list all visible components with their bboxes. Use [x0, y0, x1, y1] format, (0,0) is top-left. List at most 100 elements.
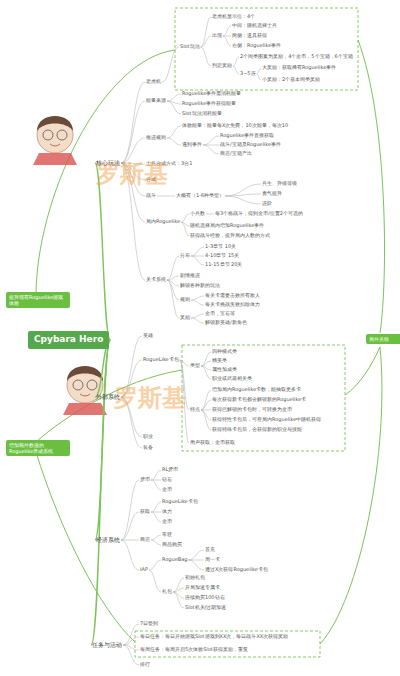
- topic-text: 类型: [190, 363, 200, 369]
- topic-text: Roguelike事件直接获取: [220, 133, 274, 139]
- topic-text: 装备: [143, 445, 153, 451]
- subtopic-connector: [123, 637, 139, 645]
- subtopic-connector: [121, 512, 139, 540]
- avatar-glasses: [43, 130, 53, 140]
- subtopic-connector: [191, 318, 204, 323]
- subtopic: 每关卡挑战失败扣除体力: [205, 302, 260, 308]
- topic-text: 判定奖励: [212, 63, 232, 69]
- topic-text: Cpybara Hero: [34, 335, 103, 345]
- topic-text: 每3个格战斗，得到金币/位置2个可选的: [215, 211, 303, 217]
- relationship-label: 提升现有Roguelike游戏体验: [6, 292, 70, 308]
- subtopic: Slot玩法消耗能量: [182, 111, 222, 117]
- subtopic: 获得特性卡包后，可在局内Roguelike中随机获得: [212, 417, 321, 423]
- subtopic: 体力: [162, 509, 172, 515]
- subtopic-connector: [167, 126, 181, 138]
- subtopic: 每关卡需要击败所有敌人: [205, 293, 260, 299]
- subtopic: 能量来源: [146, 98, 166, 104]
- subtopic-connector: [233, 66, 239, 74]
- topic-text: 大概有（1-6种类型）: [176, 193, 224, 199]
- subtopic-connector: [225, 194, 261, 196]
- subtopic-connector: [257, 74, 261, 80]
- subtopic-connector: [191, 296, 204, 300]
- topic-text: 进阶: [262, 201, 272, 207]
- subtopic: 关卡系统: [146, 277, 166, 283]
- subtopic-connector: [123, 624, 139, 645]
- topic-text: 获得已解锁的卡包时，可转换为金币: [212, 407, 292, 413]
- topic-text: 分布: [180, 253, 190, 259]
- subtopic: 分布: [180, 253, 190, 259]
- subtopic: 礼包: [162, 589, 172, 595]
- subtopic: 两侧：道具获得: [232, 33, 267, 39]
- subtopic: 类型: [190, 363, 200, 369]
- central-topic: Cpybara Hero: [28, 331, 109, 349]
- subtopic: 英雄: [143, 333, 153, 339]
- topic-text: Roguelike事件需消耗能量: [182, 91, 241, 97]
- subtopic: 小奖励：2个基本同类奖励: [262, 77, 320, 83]
- subtopic: 金币: [162, 519, 172, 525]
- subtopic-connector: [121, 540, 139, 541]
- subtopic: 2个同类图案为奖励，4个金币，5个宝箱，6个宝箱: [240, 54, 353, 60]
- subtopic: 体验能量：能量每X次免费，10次能量，每次10: [182, 123, 288, 129]
- avatar-glasses: [87, 380, 97, 390]
- avatar-illustration: [33, 116, 77, 165]
- subtopic: Roguelike事件需消耗能量: [182, 91, 241, 97]
- topic-text: 解锁新英雄/新角色: [205, 320, 247, 326]
- subtopic: 战斗/宝箱及Roguelike事件: [220, 142, 281, 148]
- subtopic: 获取: [140, 509, 150, 515]
- topic-text: 每关卡挑战失败扣除体力: [205, 302, 260, 308]
- topic-text: 规则: [180, 297, 190, 303]
- avatar-body: [33, 153, 77, 165]
- subtopic-connector: [167, 94, 181, 101]
- avatar-illustration: [63, 366, 107, 415]
- subtopic-connector: [188, 550, 204, 560]
- topic-text: 出现: [212, 33, 222, 39]
- subtopic: Roguelike事件获得能量: [182, 101, 236, 107]
- branch-connector: [95, 163, 110, 340]
- avatar-mouth: [80, 394, 90, 396]
- topic-text: 商品购买: [162, 542, 182, 548]
- subtopic-connector: [157, 196, 175, 197]
- dashed-boundary: [182, 345, 345, 451]
- subtopic: 右侧：Roguelike事件: [232, 43, 281, 49]
- topic-text: 推进规则: [146, 135, 166, 141]
- topic-text: 职业或武器相关类: [212, 376, 252, 382]
- subtopic-connector: [181, 214, 189, 222]
- subtopic-connector: [191, 247, 204, 256]
- subtopic-connector: [201, 400, 211, 410]
- subtopic-connector: [203, 136, 219, 145]
- topic-text: 属性加成类: [212, 367, 237, 373]
- subtopic: 连续购买100钻石: [185, 595, 225, 601]
- subtopic-connector: [167, 280, 179, 318]
- topic-text: 兵生、升级等级: [262, 181, 297, 187]
- subtopic: 兵生、升级等级: [262, 181, 297, 187]
- topic-text: 右侧：Roguelike事件: [232, 43, 281, 49]
- subtopic: 精英类: [212, 358, 227, 364]
- subtopic: 大奖励：获取稀有Roguelike事件: [262, 65, 336, 71]
- topic-text: 体力: [162, 509, 172, 515]
- subtopic: 剧情推进: [180, 273, 200, 279]
- subtopic: 勇气提升: [262, 191, 282, 197]
- topic-text: 每日任务：每日开始游戏Slot游戏到XX次，每日战斗XX次获得奖励: [140, 634, 288, 640]
- topic-text: RogueBag: [162, 557, 187, 563]
- subtopic: 局内Roguelike: [146, 219, 180, 225]
- topic-text: 商店: [140, 537, 150, 543]
- topic-text: 勇气提升: [262, 191, 282, 197]
- main-topic: 经济系统: [96, 537, 120, 544]
- subtopic: 周一卡: [205, 557, 220, 563]
- subtopic-connector: [257, 68, 261, 74]
- subtopic: 开局加速专属卡: [185, 585, 220, 591]
- subtopic-connector: [149, 560, 161, 570]
- subtopic-connector: [162, 47, 179, 82]
- topic-text: 遇到事件: [182, 142, 202, 148]
- subtopic: 进阶: [262, 201, 272, 207]
- subtopic: 钻石: [162, 477, 172, 483]
- subtopic: 用户获取：金币获取: [190, 440, 235, 446]
- subtopic: 常驻: [162, 532, 172, 538]
- subtopic-connector: [121, 101, 145, 163]
- subtopic-connector: [121, 82, 145, 163]
- topic-text: 金币: [162, 487, 172, 493]
- subtopic-connector: [167, 280, 179, 300]
- subtopic: 奖励: [180, 315, 190, 321]
- subtopic: 获得战斗经验，提升局内人数的方式: [190, 233, 270, 239]
- subtopic: 随机选择局内增加Roguelike事件: [190, 223, 264, 229]
